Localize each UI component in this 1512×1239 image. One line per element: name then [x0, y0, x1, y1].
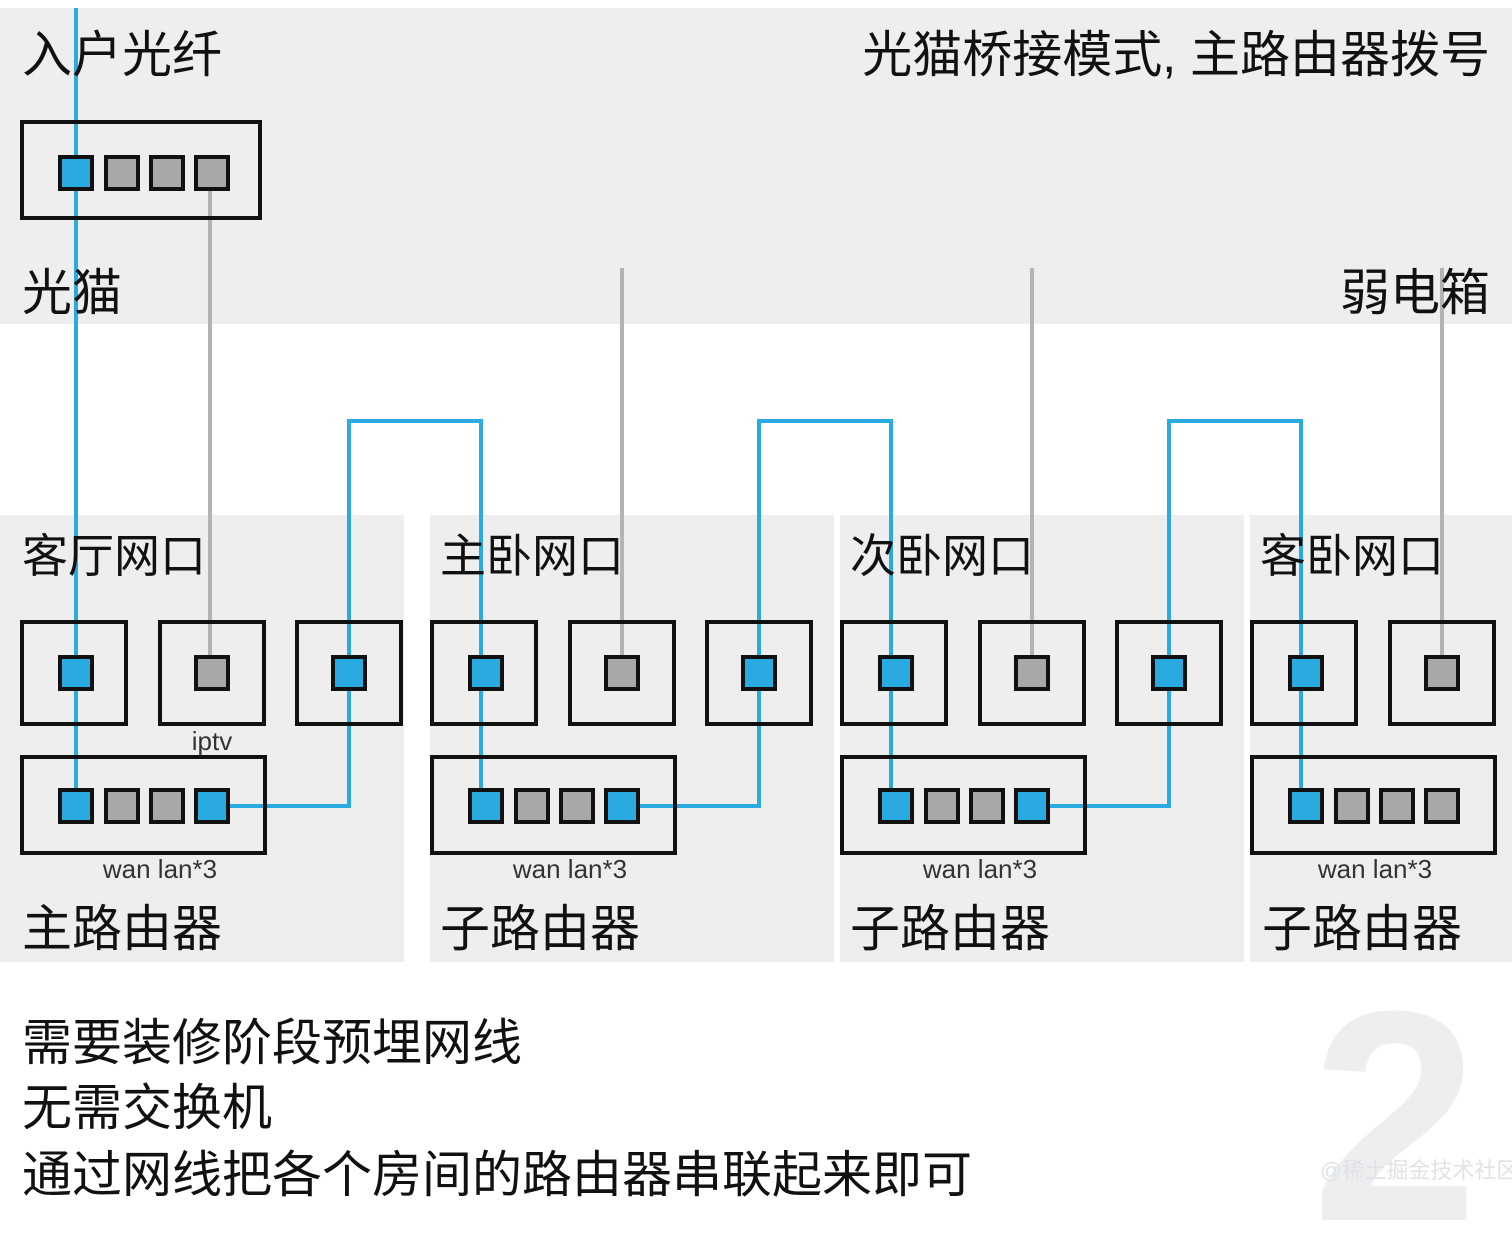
panel-1-jack-box-3[interactable]: [295, 620, 403, 726]
panel-2-router-port-lan3[interactable]: [604, 788, 640, 824]
panel-2-wall-jacks: [430, 620, 813, 726]
panel-4-jack-box-1[interactable]: [1250, 620, 1358, 726]
title-bridge-mode: 光猫桥接模式, 主路由器拨号: [862, 27, 1490, 83]
panel-4-jack-port-2[interactable]: [1424, 655, 1460, 691]
panel-1-router-port-lan1[interactable]: [104, 788, 140, 824]
panel-3-jack-port-1[interactable]: [878, 655, 914, 691]
panel-3-router-chassis: [840, 755, 1087, 855]
panel-3-router-port-wan[interactable]: [878, 788, 914, 824]
title-incoming-fiber: 入户光纤: [22, 27, 222, 83]
panel-2-jack-box-2[interactable]: [568, 620, 676, 726]
panel-1-router-port-lan3[interactable]: [194, 788, 230, 824]
panel-2-router-port-lan2[interactable]: [559, 788, 595, 824]
modem-chassis: [20, 120, 262, 220]
panel-1-jack-port-1[interactable]: [58, 655, 94, 691]
panel-3-jack-box-3[interactable]: [1115, 620, 1223, 726]
note-line-2: 无需交换机: [22, 1080, 272, 1136]
panel-bg-1: [0, 515, 404, 962]
cable-link-bedroom1-to-bedroom2: [623, 419, 893, 808]
panel-2-router-chassis: [430, 755, 677, 855]
panel-2-jack-box-1[interactable]: [430, 620, 538, 726]
panel-bg-2: [430, 515, 834, 962]
panel-3-jack-box-2[interactable]: [978, 620, 1086, 726]
panel-3-router-port-lan2[interactable]: [969, 788, 1005, 824]
panel-4-router-caption: wan lan*3: [1317, 854, 1432, 884]
panel-1-wall-jacks: [20, 620, 403, 726]
panel-1-jack-port-2[interactable]: [194, 655, 230, 691]
panel-3-router-port-lan3[interactable]: [1014, 788, 1050, 824]
note-line-1: 需要装修阶段预埋网线: [22, 1015, 522, 1071]
panel-3-jack-port-2[interactable]: [1014, 655, 1050, 691]
panel-2-device-label: 子路由器: [440, 901, 640, 957]
weak-box-band: [0, 8, 1512, 324]
panel-1-jack-caption-iptv: iptv: [192, 726, 232, 756]
panel-3-router-caption: wan lan*3: [922, 854, 1037, 884]
panel-1-router-port-lan2[interactable]: [149, 788, 185, 824]
panel-3-room-label: 次卧网口: [850, 530, 1034, 582]
modem-device[interactable]: [20, 120, 262, 220]
panel-3-jack-box-1[interactable]: [840, 620, 948, 726]
modem-port-3[interactable]: [149, 155, 185, 191]
panel-4-jack-port-1[interactable]: [1288, 655, 1324, 691]
panel-1-router-port-wan[interactable]: [58, 788, 94, 824]
note-line-3: 通过网线把各个房间的路由器串联起来即可: [22, 1147, 972, 1203]
panel-2-router-port-wan[interactable]: [468, 788, 504, 824]
panel-1-router-caption: wan lan*3: [102, 854, 217, 884]
panel-4-jack-box-2[interactable]: [1388, 620, 1496, 726]
panel-4-router-port-lan1[interactable]: [1334, 788, 1370, 824]
panel-2-router-port-lan1[interactable]: [514, 788, 550, 824]
panel-2-router-caption: wan lan*3: [512, 854, 627, 884]
panel-1-router-chassis: [20, 755, 267, 855]
panel-2-jack-box-3[interactable]: [705, 620, 813, 726]
modem-port-1[interactable]: [58, 155, 94, 191]
panel-2-room-label: 主卧网口: [440, 530, 624, 582]
panel-4-device-label: 子路由器: [1262, 901, 1462, 957]
panel-4-router-port-wan[interactable]: [1288, 788, 1324, 824]
watermark-number: 2: [1312, 948, 1479, 1239]
watermark-text: @稀土掘金技术社区: [1320, 1158, 1512, 1183]
panel-2-jack-port-2[interactable]: [604, 655, 640, 691]
panel-4-router[interactable]: [1250, 755, 1497, 855]
panel-3-jack-port-3[interactable]: [1151, 655, 1187, 691]
modem-label: 光猫: [22, 265, 122, 321]
panel-3-wall-jacks: [840, 620, 1223, 726]
panel-1-jack-port-3[interactable]: [331, 655, 367, 691]
panel-4-router-chassis: [1250, 755, 1497, 855]
panel-3-device-label: 子路由器: [850, 901, 1050, 957]
panel-1-device-label: 主路由器: [22, 901, 222, 957]
cable-link-livingroom-to-bedroom1: [213, 419, 483, 808]
panel-1-room-label: 客厅网口: [22, 530, 206, 582]
panel-4-router-port-lan2[interactable]: [1379, 788, 1415, 824]
modem-port-4[interactable]: [194, 155, 230, 191]
panel-4-room-label: 客卧网口: [1260, 530, 1444, 582]
panel-3-router-port-lan1[interactable]: [924, 788, 960, 824]
panel-bg-4: [1250, 515, 1512, 962]
panel-4-wall-jacks: [1250, 620, 1496, 726]
panel-2-jack-port-3[interactable]: [741, 655, 777, 691]
panel-1-router[interactable]: [20, 755, 267, 855]
panel-2-router[interactable]: [430, 755, 677, 855]
panel-4-router-port-lan3[interactable]: [1424, 788, 1460, 824]
panel-bg-3: [840, 515, 1244, 962]
panel-1-jack-box-2[interactable]: [158, 620, 266, 726]
modem-port-2[interactable]: [104, 155, 140, 191]
panel-3-router[interactable]: [840, 755, 1087, 855]
panel-2-jack-port-1[interactable]: [468, 655, 504, 691]
cable-link-bedroom2-to-bedroom3: [1033, 419, 1303, 808]
weak-box-label: 弱电箱: [1340, 265, 1490, 321]
panel-1-jack-box-1[interactable]: [20, 620, 128, 726]
